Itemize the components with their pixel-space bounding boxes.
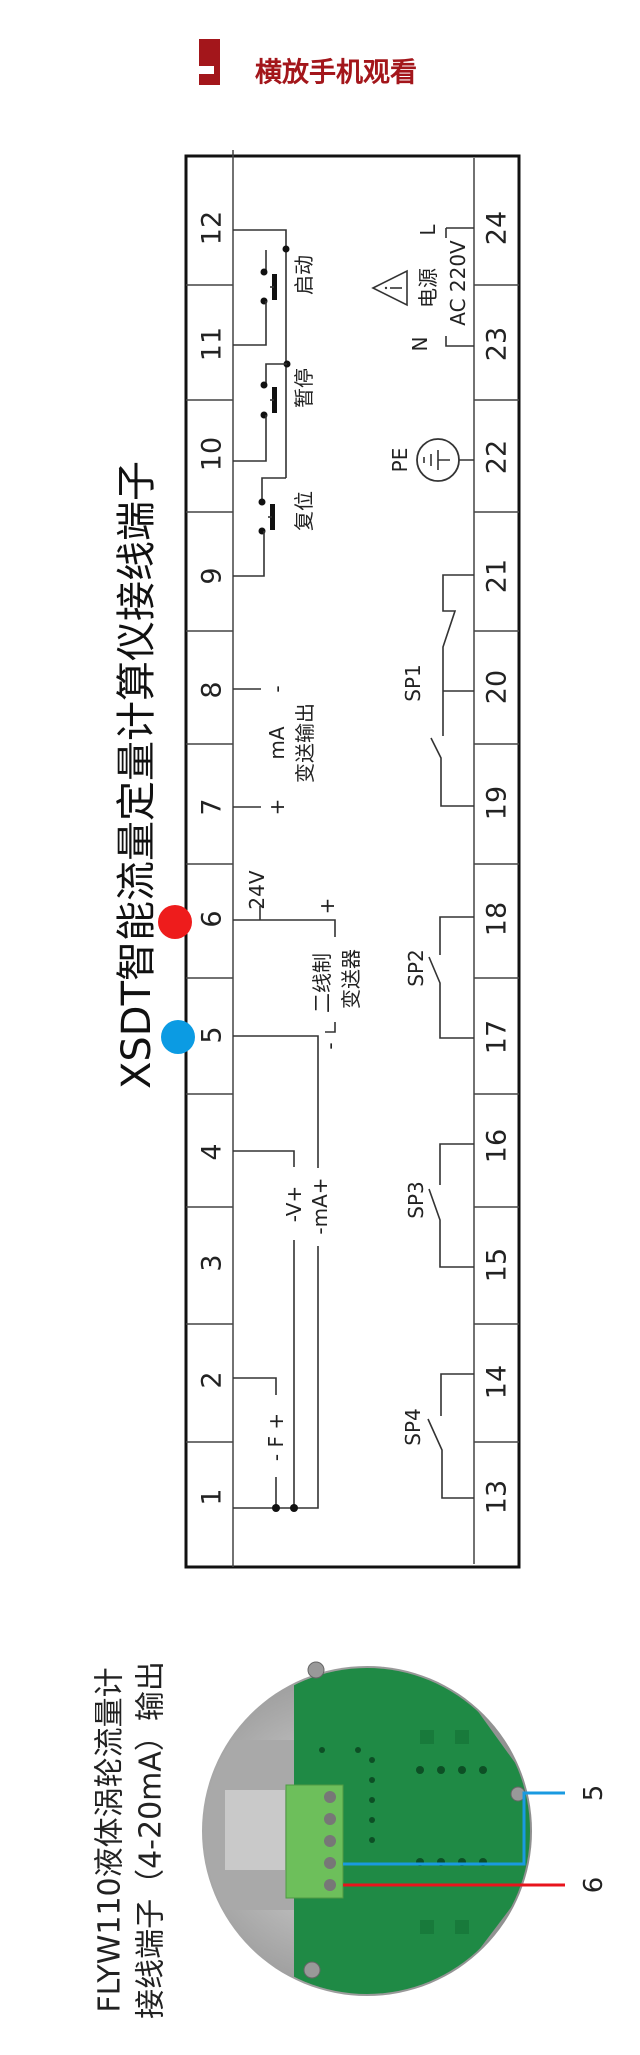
- reset-button-label: 复位: [292, 491, 316, 531]
- relay-sp4-label: SP4: [401, 1408, 425, 1445]
- transmit-unit: mA: [265, 726, 289, 759]
- red-wire-terminal-label: 6: [579, 1877, 609, 1894]
- warning-triangle-icon: [371, 269, 408, 307]
- two-wire-label-1: 二线制: [310, 953, 334, 1013]
- power-label: 电源: [416, 268, 440, 308]
- terminal-number: 8: [197, 681, 228, 698]
- two-wire-label-2: 变送器: [339, 949, 363, 1009]
- rotate-phone-notice: 横放手机观看: [255, 57, 417, 89]
- power-voltage-label: AC 220V: [446, 240, 470, 326]
- terminal-number: 17: [482, 1020, 513, 1054]
- terminal-number: 20: [482, 670, 513, 704]
- transmit-output-label: 变送输出: [293, 703, 317, 783]
- terminal-number: 10: [197, 437, 228, 471]
- relay-sp3-label: SP3: [404, 1181, 428, 1218]
- relay-contacts: [427, 574, 474, 1499]
- terminal-frame: [184, 150, 521, 1569]
- terminal-number: 3: [197, 1254, 228, 1271]
- phone-rotate-icon: [199, 39, 220, 85]
- transmit-plus: +: [265, 799, 289, 816]
- pause-button-label: 暂停: [292, 368, 316, 408]
- terminal-number: 9: [197, 567, 228, 584]
- terminal-number: 7: [197, 798, 228, 815]
- ground-icon: [416, 438, 474, 482]
- relay-sp1-label: SP1: [401, 664, 425, 701]
- blue-wire-terminal-label: 5: [579, 1785, 609, 1802]
- two-wire-plus: +: [315, 898, 339, 915]
- photo-caption-line-2: 接线端子（4-20mA）输出: [134, 1661, 169, 2019]
- power-l-label: L: [416, 224, 440, 236]
- supply-24v-label: 24V: [245, 870, 269, 909]
- start-button-label: 启动: [292, 255, 316, 295]
- flowmeter-photo: [202, 1661, 565, 1996]
- terminal-number: 5: [197, 1026, 228, 1043]
- diagram-title: XSDT智能流量定量计算仪接线端子: [114, 461, 160, 1089]
- transmit-minus: -: [265, 685, 289, 692]
- terminal-number: 19: [482, 786, 513, 820]
- terminal-block: [285, 1784, 344, 1899]
- blue-marker-terminal-5: [161, 1020, 195, 1054]
- terminal-number: 1: [197, 1488, 228, 1505]
- terminal-number: 16: [482, 1129, 513, 1163]
- pe-label: PE: [388, 448, 412, 473]
- ma-input-label: -mA+: [308, 1177, 332, 1234]
- terminal-number: 15: [482, 1248, 513, 1282]
- power-n-label: N: [408, 337, 432, 352]
- terminal-number: 18: [482, 902, 513, 936]
- terminal-number: 13: [482, 1480, 513, 1514]
- terminal-number: 2: [197, 1371, 228, 1388]
- terminal-number: 22: [482, 440, 513, 474]
- terminal-number: 11: [197, 327, 228, 361]
- terminal-number: 6: [197, 910, 228, 927]
- relay-sp2-label: SP2: [404, 949, 428, 986]
- two-wire-minus: -: [318, 1042, 342, 1049]
- terminal-number: 23: [482, 327, 513, 361]
- red-marker-terminal-6: [158, 905, 192, 939]
- blue-wire: [343, 1791, 565, 1866]
- frequency-input-label: - F +: [264, 1413, 288, 1461]
- terminal-number: 14: [482, 1365, 513, 1399]
- terminal-number: 12: [197, 211, 228, 245]
- terminal-number: 24: [482, 211, 513, 245]
- photo-caption-line-1: FLYW110液体涡轮流量计: [93, 1667, 128, 2012]
- v-input-label: -V+: [282, 1186, 306, 1222]
- terminal-number: 21: [482, 559, 513, 593]
- terminal-number: 4: [197, 1143, 228, 1160]
- button-wiring: [233, 229, 291, 577]
